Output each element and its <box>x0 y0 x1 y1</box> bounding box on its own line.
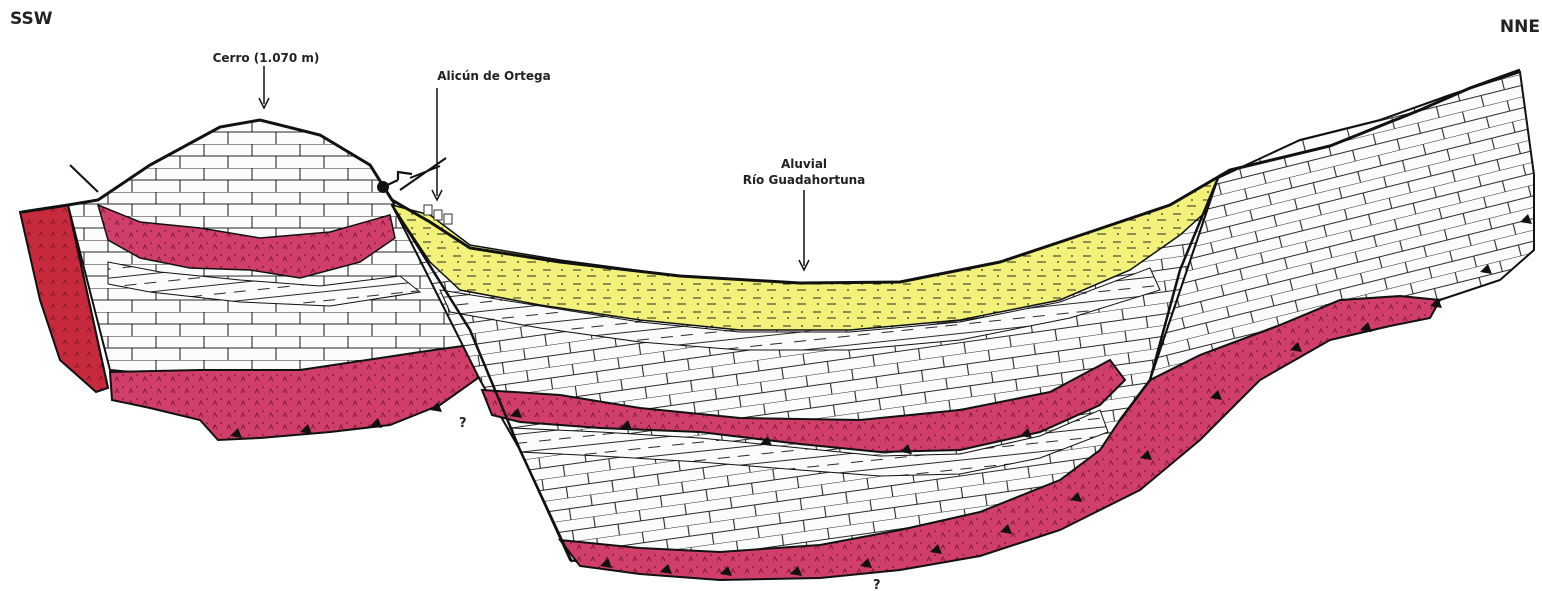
surface-tick-left <box>70 165 98 192</box>
peak-label: Cerro (1.070 m) <box>213 51 320 65</box>
alluvial-label-line1: Aluvial <box>781 157 827 171</box>
town-label: Alicún de Ortega <box>437 69 550 83</box>
direction-left-label: SSW <box>10 9 53 29</box>
unknown-mid-label: ? <box>459 416 467 431</box>
alluvial-label-line2: Río Guadahortuna <box>743 173 866 187</box>
unknown-bottom-label: ? <box>873 578 881 591</box>
direction-right-label: NNE <box>1500 17 1540 37</box>
